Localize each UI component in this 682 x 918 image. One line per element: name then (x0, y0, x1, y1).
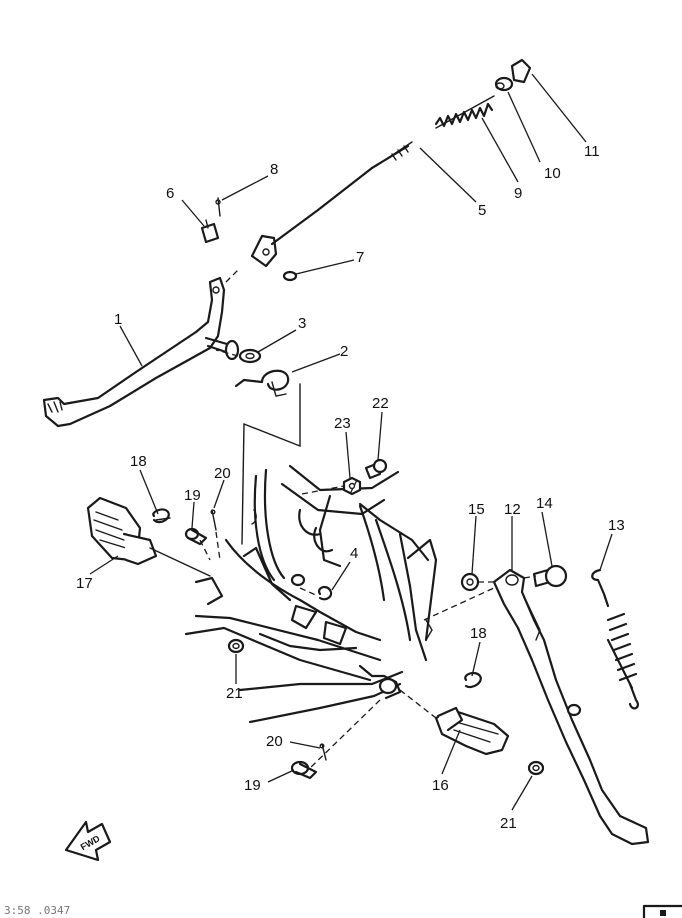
rod-adjuster (494, 76, 514, 92)
clevis-pin (200, 219, 220, 244)
damper-left (227, 638, 245, 654)
callout-5: 5 (478, 202, 486, 219)
callout-1: 1 (114, 311, 122, 328)
footrest-spring-left (152, 508, 171, 524)
callout-18-right: 18 (470, 625, 487, 642)
callout-labels: 1 2 3 4 5 6 7 8 9 10 11 12 13 14 15 16 1… (76, 143, 625, 832)
cotter-pin-right (319, 743, 327, 761)
callout-20-left: 20 (214, 465, 231, 482)
stand-pivot (566, 703, 582, 717)
footrest-pin-left (184, 527, 208, 546)
circlip (318, 585, 333, 601)
cotter-pin (215, 197, 221, 217)
callout-21-left: 21 (226, 685, 243, 702)
callout-11: 11 (584, 143, 600, 160)
footrest-spring-right (464, 671, 482, 689)
callout-14: 14 (536, 495, 553, 512)
left-footrest (86, 496, 211, 577)
right-footrest (434, 706, 510, 756)
callout-12: 12 (504, 501, 521, 518)
side-stand (492, 568, 650, 846)
callout-8: 8 (270, 161, 278, 178)
footrest-bracket-left (194, 576, 224, 606)
rod-spring (434, 95, 495, 129)
callout-9: 9 (514, 185, 522, 202)
callout-22: 22 (372, 395, 389, 412)
frame-damper (290, 573, 306, 587)
callout-21-right: 21 (500, 815, 517, 832)
callout-18-left: 18 (130, 453, 147, 470)
callout-16: 16 (432, 777, 449, 794)
damper-right (527, 760, 545, 776)
rod-pin (510, 58, 532, 84)
footrest-pin-right (290, 760, 318, 780)
callout-10: 10 (544, 165, 561, 182)
forward-arrow-icon: FWD (64, 820, 112, 862)
callout-19-left: 19 (184, 487, 201, 504)
callout-4: 4 (350, 545, 358, 562)
pedal-washer (238, 348, 262, 364)
bolt-22 (364, 458, 388, 480)
callout-3: 3 (298, 315, 306, 332)
nut-23 (342, 476, 362, 496)
callout-23: 23 (334, 415, 351, 432)
assembly-lines (199, 267, 537, 771)
stand-bolt (532, 564, 568, 588)
corner-mark (642, 904, 682, 918)
callout-20-right: 20 (266, 733, 283, 750)
callout-15: 15 (468, 501, 485, 518)
callout-2: 2 (340, 343, 348, 360)
brake-rod (250, 141, 413, 268)
brake-pedal (42, 276, 240, 428)
callout-19-right: 19 (244, 777, 261, 794)
collar (460, 572, 480, 592)
return-spring (234, 369, 290, 397)
callout-6: 6 (166, 185, 174, 202)
callout-17: 17 (76, 575, 93, 592)
callout-7: 7 (356, 249, 364, 266)
stand-spring (591, 568, 639, 710)
callout-13: 13 (608, 517, 625, 534)
footer-code: 3:58 .0347 (4, 904, 70, 917)
callout-leaders (89, 73, 613, 811)
frame (184, 383, 438, 724)
cotter-pin-left (210, 509, 217, 531)
washer (282, 270, 298, 282)
